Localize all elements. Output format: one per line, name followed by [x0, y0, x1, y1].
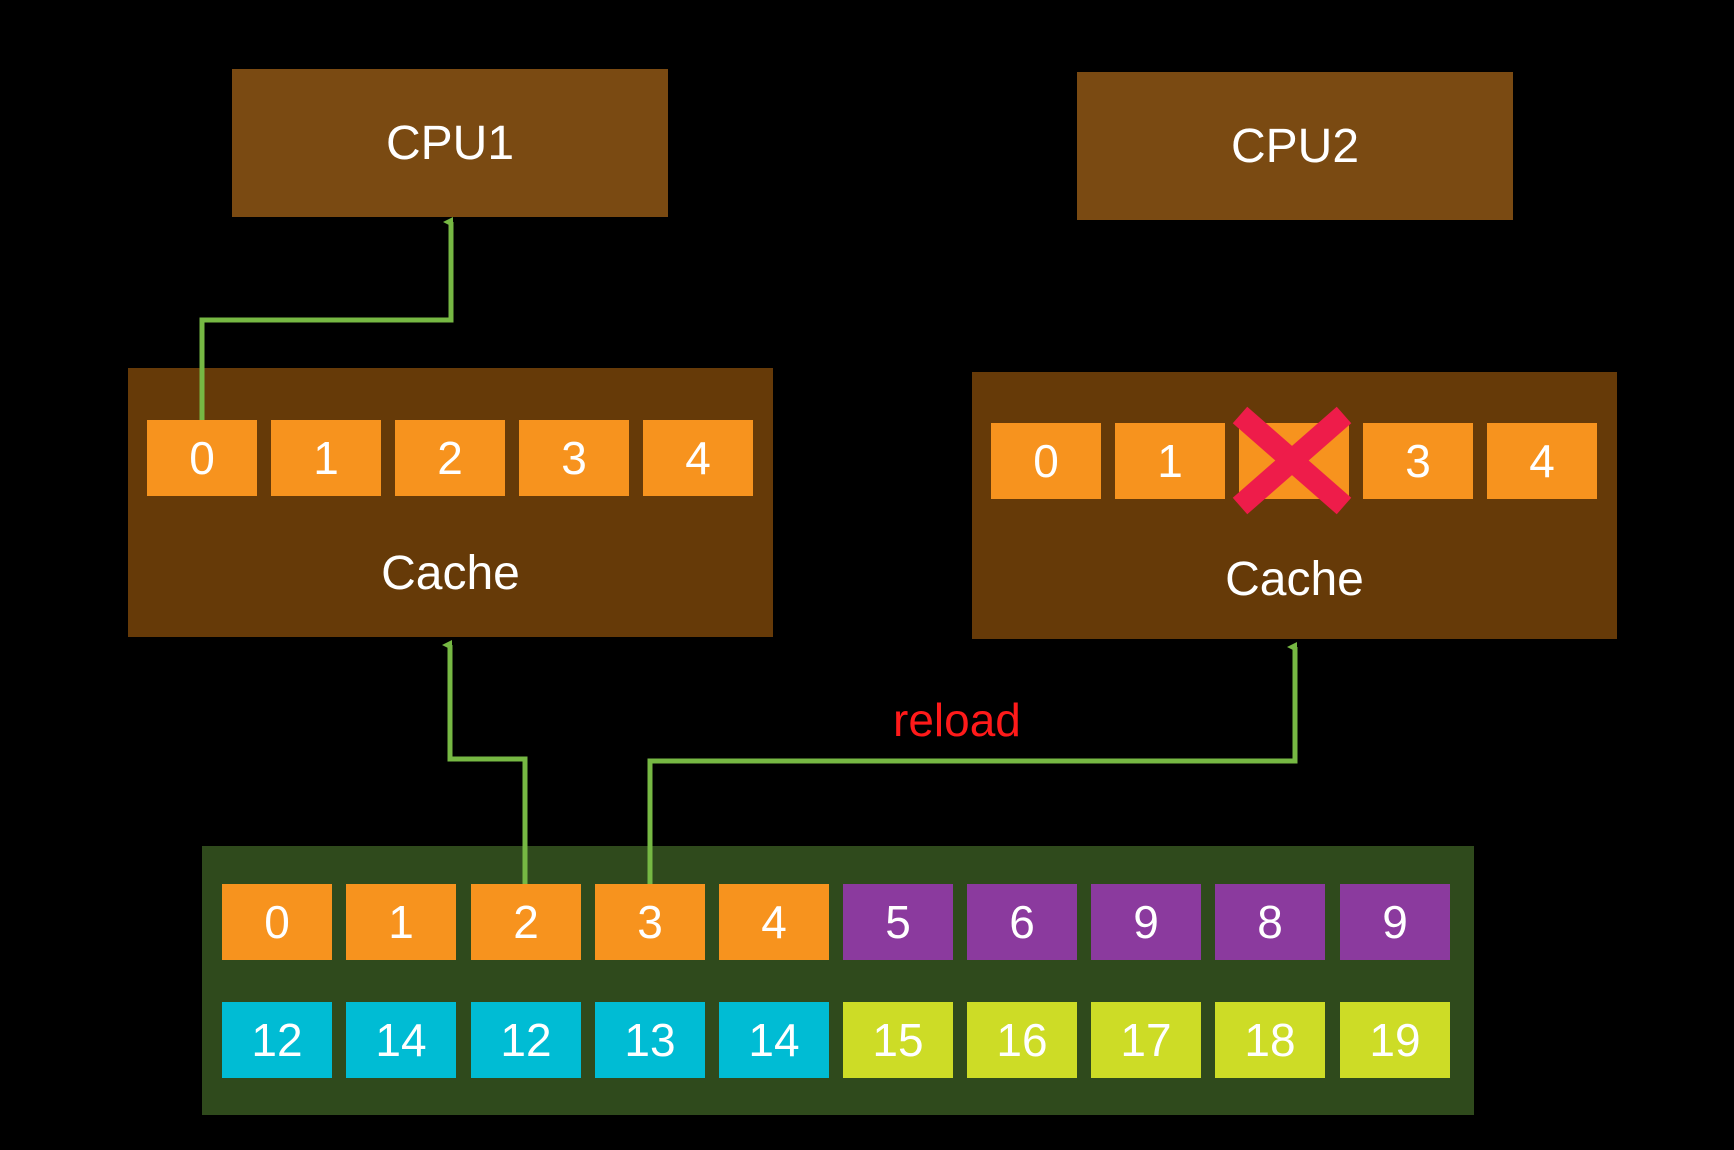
memory-cell-r1-1: 1 — [346, 884, 456, 960]
memory-cell-r1-0: 0 — [222, 884, 332, 960]
cpu1-box: CPU1 — [232, 69, 668, 217]
cache2-cell-0: 0 — [991, 423, 1101, 499]
reload-label: reload — [893, 694, 1021, 746]
cpu2-label: CPU2 — [1230, 119, 1360, 173]
cache1-cell-1: 1 — [271, 420, 381, 496]
memory-cell-r2-8: 18 — [1215, 1002, 1325, 1078]
cache1-cell-2: 2 — [395, 420, 505, 496]
cache2-cell-4: 4 — [1487, 423, 1597, 499]
cache1-cell-0: 0 — [147, 420, 257, 496]
cache2-cell-3: 3 — [1363, 423, 1473, 499]
memory-cell-r2-5: 15 — [843, 1002, 953, 1078]
cache1-label: Cache — [381, 547, 520, 600]
cpu2-box: CPU2 — [1077, 72, 1513, 220]
memory-cell-r1-5: 5 — [843, 884, 953, 960]
cache2-panel: 0 1 3 4 Cache — [972, 372, 1617, 639]
cache2-cell-1: 1 — [1115, 423, 1225, 499]
cache2-cell-2-invalidated — [1239, 423, 1349, 499]
cache1-cell-4: 4 — [643, 420, 753, 496]
memory-cell-r2-7: 17 — [1091, 1002, 1201, 1078]
memory-cell-r1-3: 3 — [595, 884, 705, 960]
memory-cell-r2-4: 14 — [719, 1002, 829, 1078]
cache2-label: Cache — [1225, 553, 1364, 606]
memory-cell-r2-1: 14 — [346, 1002, 456, 1078]
cache1-cell-3: 3 — [519, 420, 629, 496]
memory-cell-r2-0: 12 — [222, 1002, 332, 1078]
memory-cell-r1-7: 9 — [1091, 884, 1201, 960]
memory-cell-r1-4: 4 — [719, 884, 829, 960]
memory-cell-r2-2: 12 — [471, 1002, 581, 1078]
memory-cell-r2-9: 19 — [1340, 1002, 1450, 1078]
cache1-panel: 0 1 2 3 4 Cache — [128, 368, 773, 637]
memory-cell-r2-6: 16 — [967, 1002, 1077, 1078]
main-memory-panel: 0 1 2 3 4 5 6 9 8 9 12 14 12 13 14 15 16… — [202, 846, 1474, 1115]
memory-cell-r1-8: 8 — [1215, 884, 1325, 960]
memory-cell-r2-3: 13 — [595, 1002, 705, 1078]
memory-cell-r1-9: 9 — [1340, 884, 1450, 960]
memory-cell-r1-6: 6 — [967, 884, 1077, 960]
memory-cell-r1-2: 2 — [471, 884, 581, 960]
cpu1-label: CPU1 — [385, 116, 515, 170]
